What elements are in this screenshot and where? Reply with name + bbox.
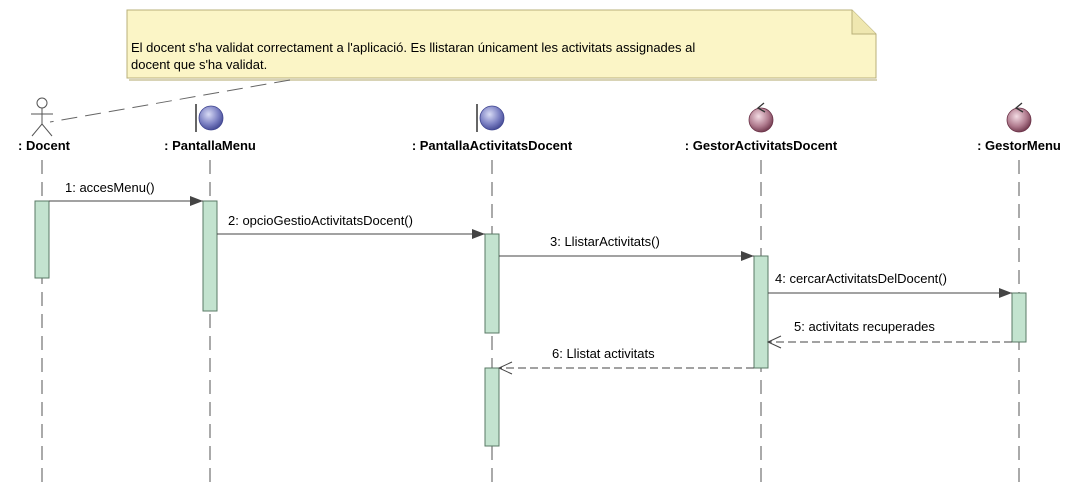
- activation-bar-gestor-menu: [1011, 292, 1027, 343]
- message-2: 2: opcioGestioActivitatsDocent(): [217, 213, 485, 239]
- message-1: 1: accesMenu(): [49, 180, 203, 206]
- message-label-2: 2: opcioGestioActivitatsDocent(): [228, 213, 413, 228]
- message-4: 4: cercarActivitatsDelDocent(): [768, 271, 1012, 298]
- note-anchor-line: [49, 79, 291, 123]
- boundary-icon: [195, 104, 224, 132]
- lifeline-label-docent: : Docent: [18, 138, 71, 153]
- activation-bar-gestor-activitats-docent: [753, 255, 769, 369]
- activation-bar-pantalla-activitats-docent-2: [484, 367, 500, 447]
- lifeline-label-pantalla-menu: : PantallaMenu: [164, 138, 256, 153]
- note-text-line2: docent que s'ha validat.: [131, 57, 267, 72]
- control-icon: [748, 102, 774, 133]
- note-fold: [851, 10, 876, 35]
- actor-icon: [31, 97, 53, 137]
- activation-bar-pantalla-menu: [202, 200, 218, 312]
- lifeline-label-gestor-activitats-docent: : GestorActivitatsDocent: [685, 138, 838, 153]
- control-icon: [1006, 102, 1032, 133]
- message-5: 5: activitats recuperades: [766, 319, 1012, 349]
- boundary-icon: [476, 104, 505, 132]
- message-label-4: 4: cercarActivitatsDelDocent(): [775, 271, 947, 286]
- message-label-1: 1: accesMenu(): [65, 180, 155, 195]
- message-3: 3: LlistarActivitats(): [499, 234, 754, 261]
- message-label-6: 6: Llistat activitats: [552, 346, 655, 361]
- lifeline-label-pantalla-activitats-docent: : PantallaActivitatsDocent: [412, 138, 573, 153]
- note-box: [126, 9, 877, 79]
- note-text-line1: El docent s'ha validat correctament a l'…: [131, 40, 695, 55]
- message-6: 6: Llistat activitats: [497, 346, 754, 375]
- lifeline-label-gestor-menu: : GestorMenu: [977, 138, 1061, 153]
- message-label-3: 3: LlistarActivitats(): [550, 234, 660, 249]
- activation-bar-pantalla-activitats-docent: [484, 233, 500, 334]
- note: El docent s'ha validat correctament a l'…: [126, 9, 877, 81]
- message-label-5: 5: activitats recuperades: [794, 319, 935, 334]
- activation-bar-docent: [34, 200, 50, 279]
